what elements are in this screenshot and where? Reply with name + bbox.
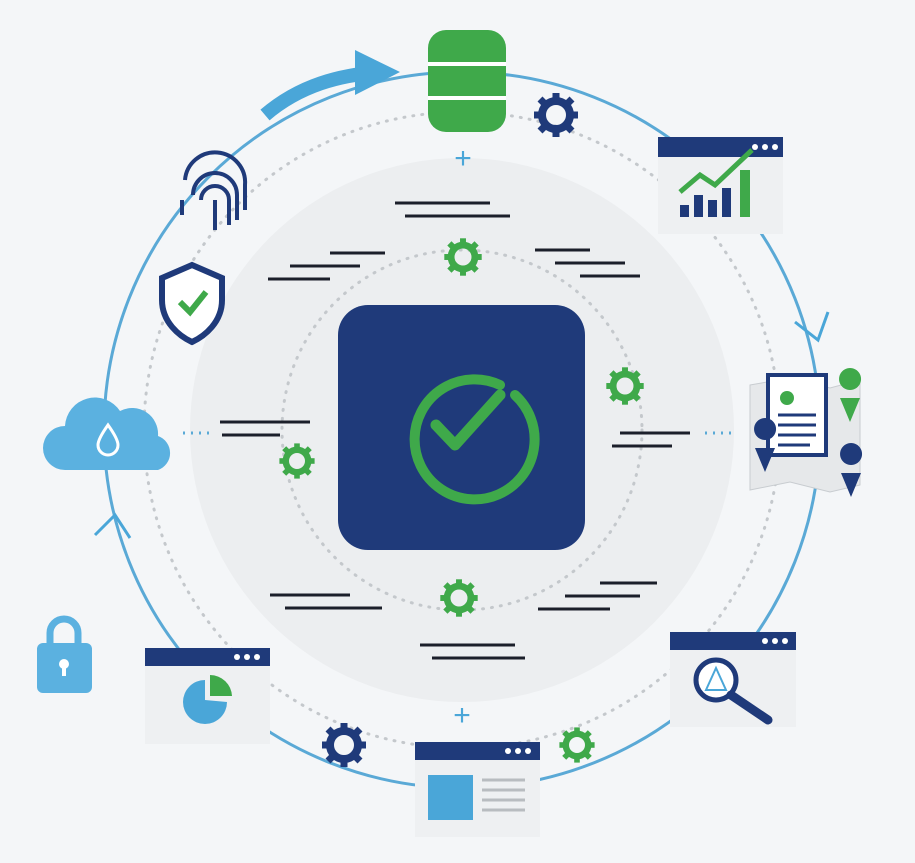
check-circle-icon bbox=[409, 374, 540, 505]
text-line-decorations bbox=[220, 201, 690, 660]
growth-chart-window-icon bbox=[658, 137, 783, 234]
fingerprint-icon bbox=[180, 150, 248, 230]
content-window-icon bbox=[415, 742, 540, 837]
plus-icon: + bbox=[453, 699, 471, 732]
cloud-drop-icon bbox=[43, 397, 171, 470]
arrow-head-icon bbox=[355, 50, 400, 95]
database-icon bbox=[428, 30, 506, 132]
center-tile bbox=[338, 305, 585, 550]
dotted-ring-inner bbox=[280, 248, 644, 612]
lock-icon bbox=[37, 615, 92, 693]
shield-check-icon bbox=[159, 261, 225, 346]
search-window-icon bbox=[670, 632, 796, 727]
map-document-icon bbox=[749, 368, 863, 497]
plus-icon: + bbox=[454, 142, 472, 175]
pie-chart-window-icon bbox=[145, 648, 270, 744]
chevron-icon bbox=[794, 311, 830, 343]
chevron-icon bbox=[93, 512, 132, 539]
